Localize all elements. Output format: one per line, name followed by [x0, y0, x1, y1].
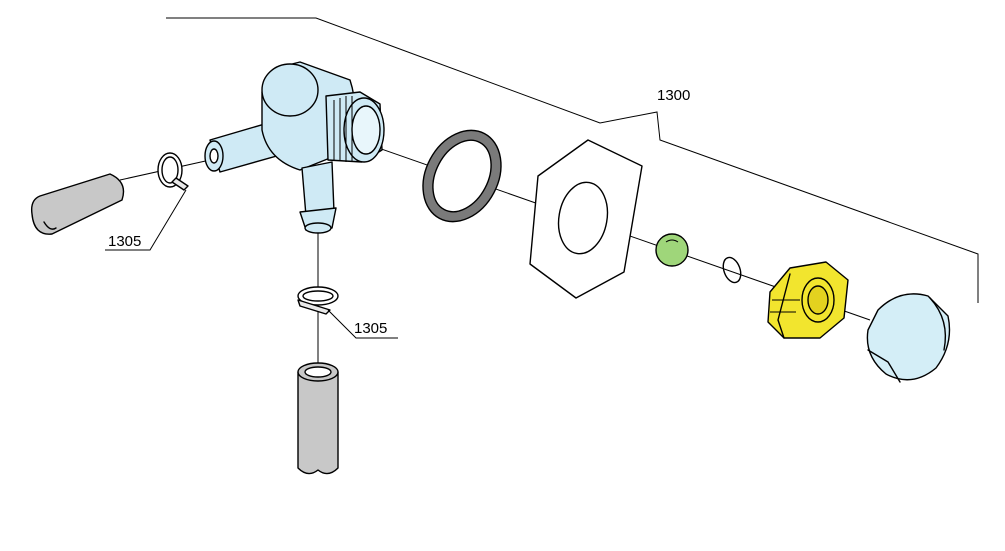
hex-plate [529, 139, 643, 299]
callout-1305-left: 1305 [108, 233, 141, 250]
hex-nut [767, 261, 849, 339]
callout-1300: 1300 [657, 87, 690, 104]
elbow-fitting [204, 61, 385, 234]
hose-clamp-left [157, 152, 189, 191]
leader-1305-bottom [327, 309, 398, 339]
check-ball [655, 233, 689, 267]
o-ring [722, 256, 742, 284]
end-cap [866, 293, 951, 383]
callout-1305-bottom: 1305 [354, 320, 387, 337]
hose-bottom [297, 362, 339, 475]
hose-left [30, 173, 125, 235]
hose-clamp-bottom [297, 286, 339, 315]
assembly-bracket-line [166, 17, 979, 303]
leader-1305-left [105, 189, 187, 251]
gasket-ring [422, 129, 502, 223]
